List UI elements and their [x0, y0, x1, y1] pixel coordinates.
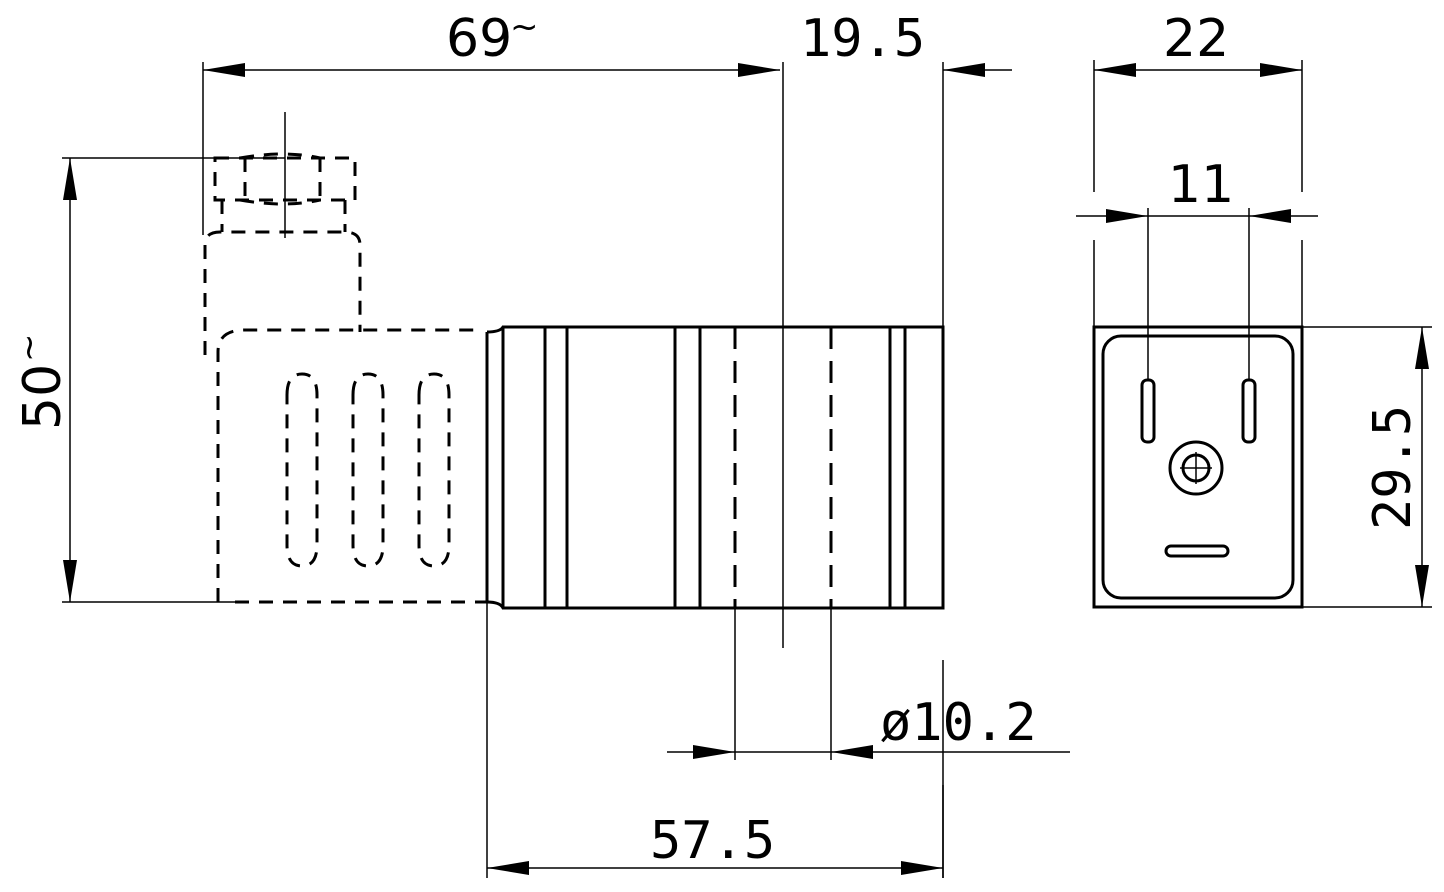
front-inner — [1101, 334, 1295, 600]
front-outline — [1092, 325, 1304, 609]
pin-left — [1140, 378, 1156, 444]
vent-slot — [285, 372, 319, 568]
dim-approx-mark-length: ~ — [510, 7, 539, 47]
side-view — [203, 112, 945, 610]
ground-pin-outer — [1168, 440, 1224, 496]
vent-slot — [417, 372, 451, 568]
dim-coil-length: 57.5 — [650, 811, 775, 871]
cable-gland — [213, 112, 357, 238]
dim-front-width: 22 — [1163, 9, 1229, 69]
dim-coil-end: 19.5 — [800, 9, 925, 69]
dim-pin-spacing: 11 — [1168, 155, 1234, 215]
front-view — [1092, 325, 1304, 609]
dim-overall-height: 50 — [13, 364, 73, 430]
dim-overall-length: 69 — [446, 9, 512, 69]
dimension-labels: 69 ~ 19.5 22 11 50 ~ 29.5 ø10.2 57.5 — [9, 7, 1423, 871]
coil-body — [485, 325, 945, 610]
dim-approx-mark-height: ~ — [9, 334, 49, 363]
pin-right — [1241, 378, 1257, 444]
dim-bore-diameter: ø10.2 — [880, 693, 1037, 753]
dimension-lines — [62, 60, 1432, 878]
connector-housing — [203, 230, 490, 604]
dim-front-height: 29.5 — [1363, 405, 1423, 530]
vent-slot — [351, 372, 385, 568]
key-slot — [1164, 544, 1230, 558]
